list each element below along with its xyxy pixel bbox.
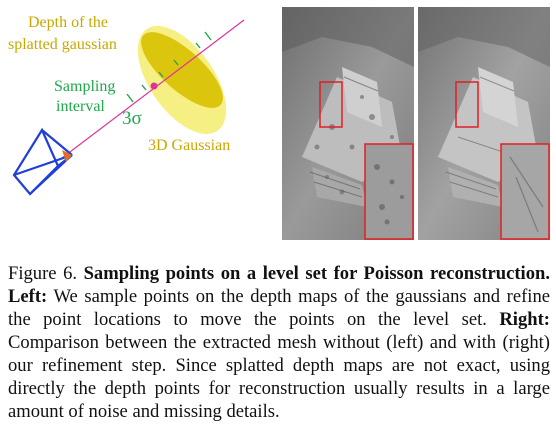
label-sampling-line2: interval <box>56 98 105 115</box>
highlight-box-small <box>455 81 479 128</box>
caption-left-text: We sample points on the depth maps of th… <box>8 286 550 330</box>
highlight-box-zoom <box>500 143 550 240</box>
depth-disc <box>141 32 223 108</box>
caption-right-label: Right: <box>499 309 550 330</box>
mesh-render-refined <box>418 7 550 240</box>
highlight-box-small <box>319 81 343 128</box>
figure-caption: Figure 6. Sampling points on a level set… <box>8 262 550 423</box>
caption-figure-label: Figure 6. <box>8 263 78 284</box>
sampling-ticks <box>126 31 212 103</box>
sample-point <box>150 82 158 90</box>
caption-right-text: Comparison between the extracted mesh wi… <box>8 332 550 422</box>
label-depth-line1: Depth of the <box>28 14 108 31</box>
mesh-render-noisy <box>282 7 414 240</box>
label-depth-line2: splatted gaussian <box>8 36 117 53</box>
camera-icon <box>12 127 73 196</box>
label-3d-gaussian: 3D Gaussian <box>148 137 231 154</box>
label-sampling-line1: Sampling <box>54 78 116 95</box>
label-three-sigma: 3σ <box>122 108 142 129</box>
camera-lens <box>62 150 72 162</box>
sampling-diagram: Depth of the splatted gaussian Sampling … <box>0 0 282 250</box>
caption-title: Sampling points on a level set for Poiss… <box>83 263 551 284</box>
caption-left-label: Left: <box>8 286 48 307</box>
diagram-canvas <box>12 19 245 196</box>
mesh-without-refinement <box>282 7 414 240</box>
highlight-box-zoom <box>364 143 414 240</box>
mesh-with-refinement <box>418 7 550 240</box>
